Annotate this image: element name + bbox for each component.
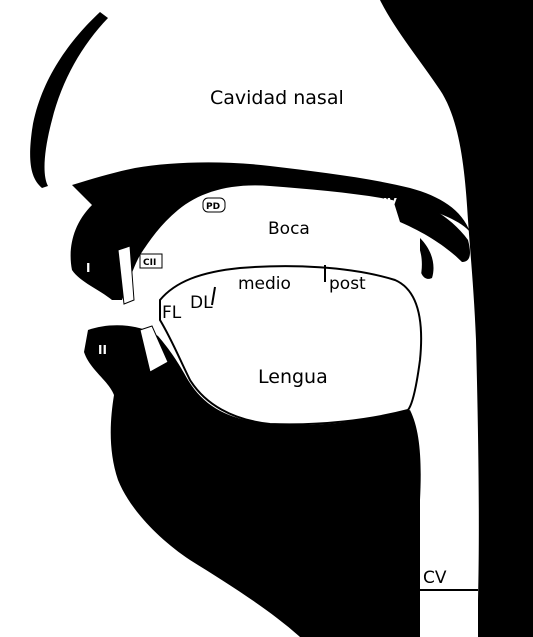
label-upper-lip-mark: I bbox=[86, 261, 90, 275]
label-pd: PD bbox=[206, 202, 220, 212]
label-dl: DL bbox=[190, 293, 213, 313]
label-tongue: Lengua bbox=[258, 366, 328, 388]
label-fl: FL bbox=[162, 303, 182, 323]
label-nasal-cavity: Cavidad nasal bbox=[210, 87, 344, 109]
label-cv: CV bbox=[423, 568, 447, 588]
label-cii: CII bbox=[143, 258, 156, 268]
label-mouth: Boca bbox=[268, 219, 310, 239]
label-posterior: post bbox=[329, 274, 366, 294]
label-iv: IV bbox=[383, 196, 397, 210]
label-middle: medio bbox=[238, 274, 291, 294]
label-lower-lip-mark: II bbox=[98, 343, 107, 357]
